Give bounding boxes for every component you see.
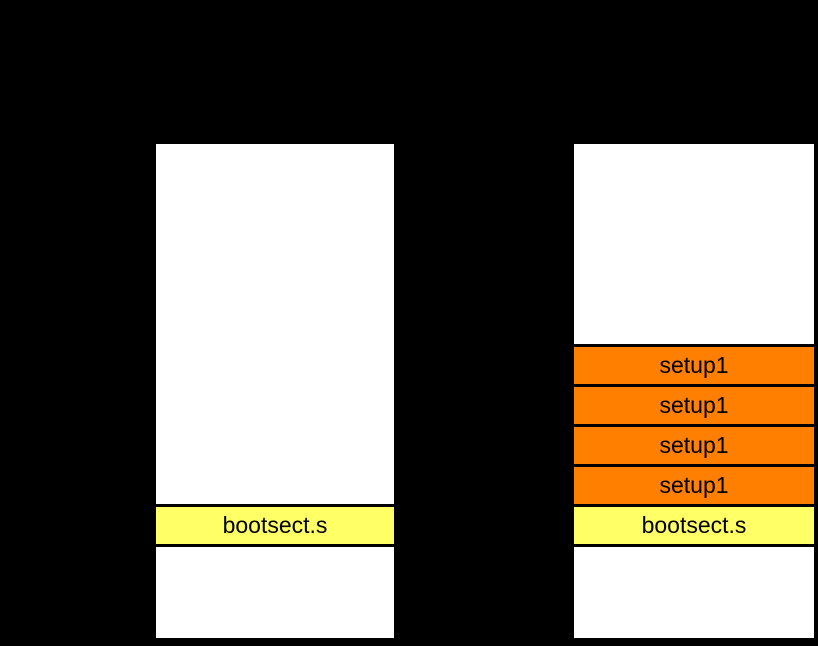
- memory-column-right: setup1 setup1 setup1 setup1 bootsect.s: [571, 141, 817, 641]
- memory-column-left: bootsect.s: [153, 141, 397, 641]
- memory-tail-space-left: [156, 544, 394, 638]
- memory-segment-setup-2: setup1: [574, 384, 814, 424]
- memory-segment-label: bootsect.s: [222, 512, 328, 538]
- memory-segment-label: setup1: [659, 472, 729, 498]
- memory-segment-label: setup1: [659, 392, 729, 418]
- memory-tail-space-right: [574, 544, 814, 638]
- memory-segment-label: setup1: [659, 352, 729, 378]
- memory-segment-label: bootsect.s: [641, 512, 747, 538]
- memory-segment-bootsect-left: bootsect.s: [156, 504, 394, 544]
- memory-free-space-right: [574, 144, 814, 344]
- memory-free-space-left: [156, 144, 394, 504]
- memory-segment-setup-1: setup1: [574, 344, 814, 384]
- memory-segment-bootsect-right: bootsect.s: [574, 504, 814, 544]
- memory-segment-setup-4: setup1: [574, 464, 814, 504]
- memory-segment-label: setup1: [659, 432, 729, 458]
- memory-segment-setup-3: setup1: [574, 424, 814, 464]
